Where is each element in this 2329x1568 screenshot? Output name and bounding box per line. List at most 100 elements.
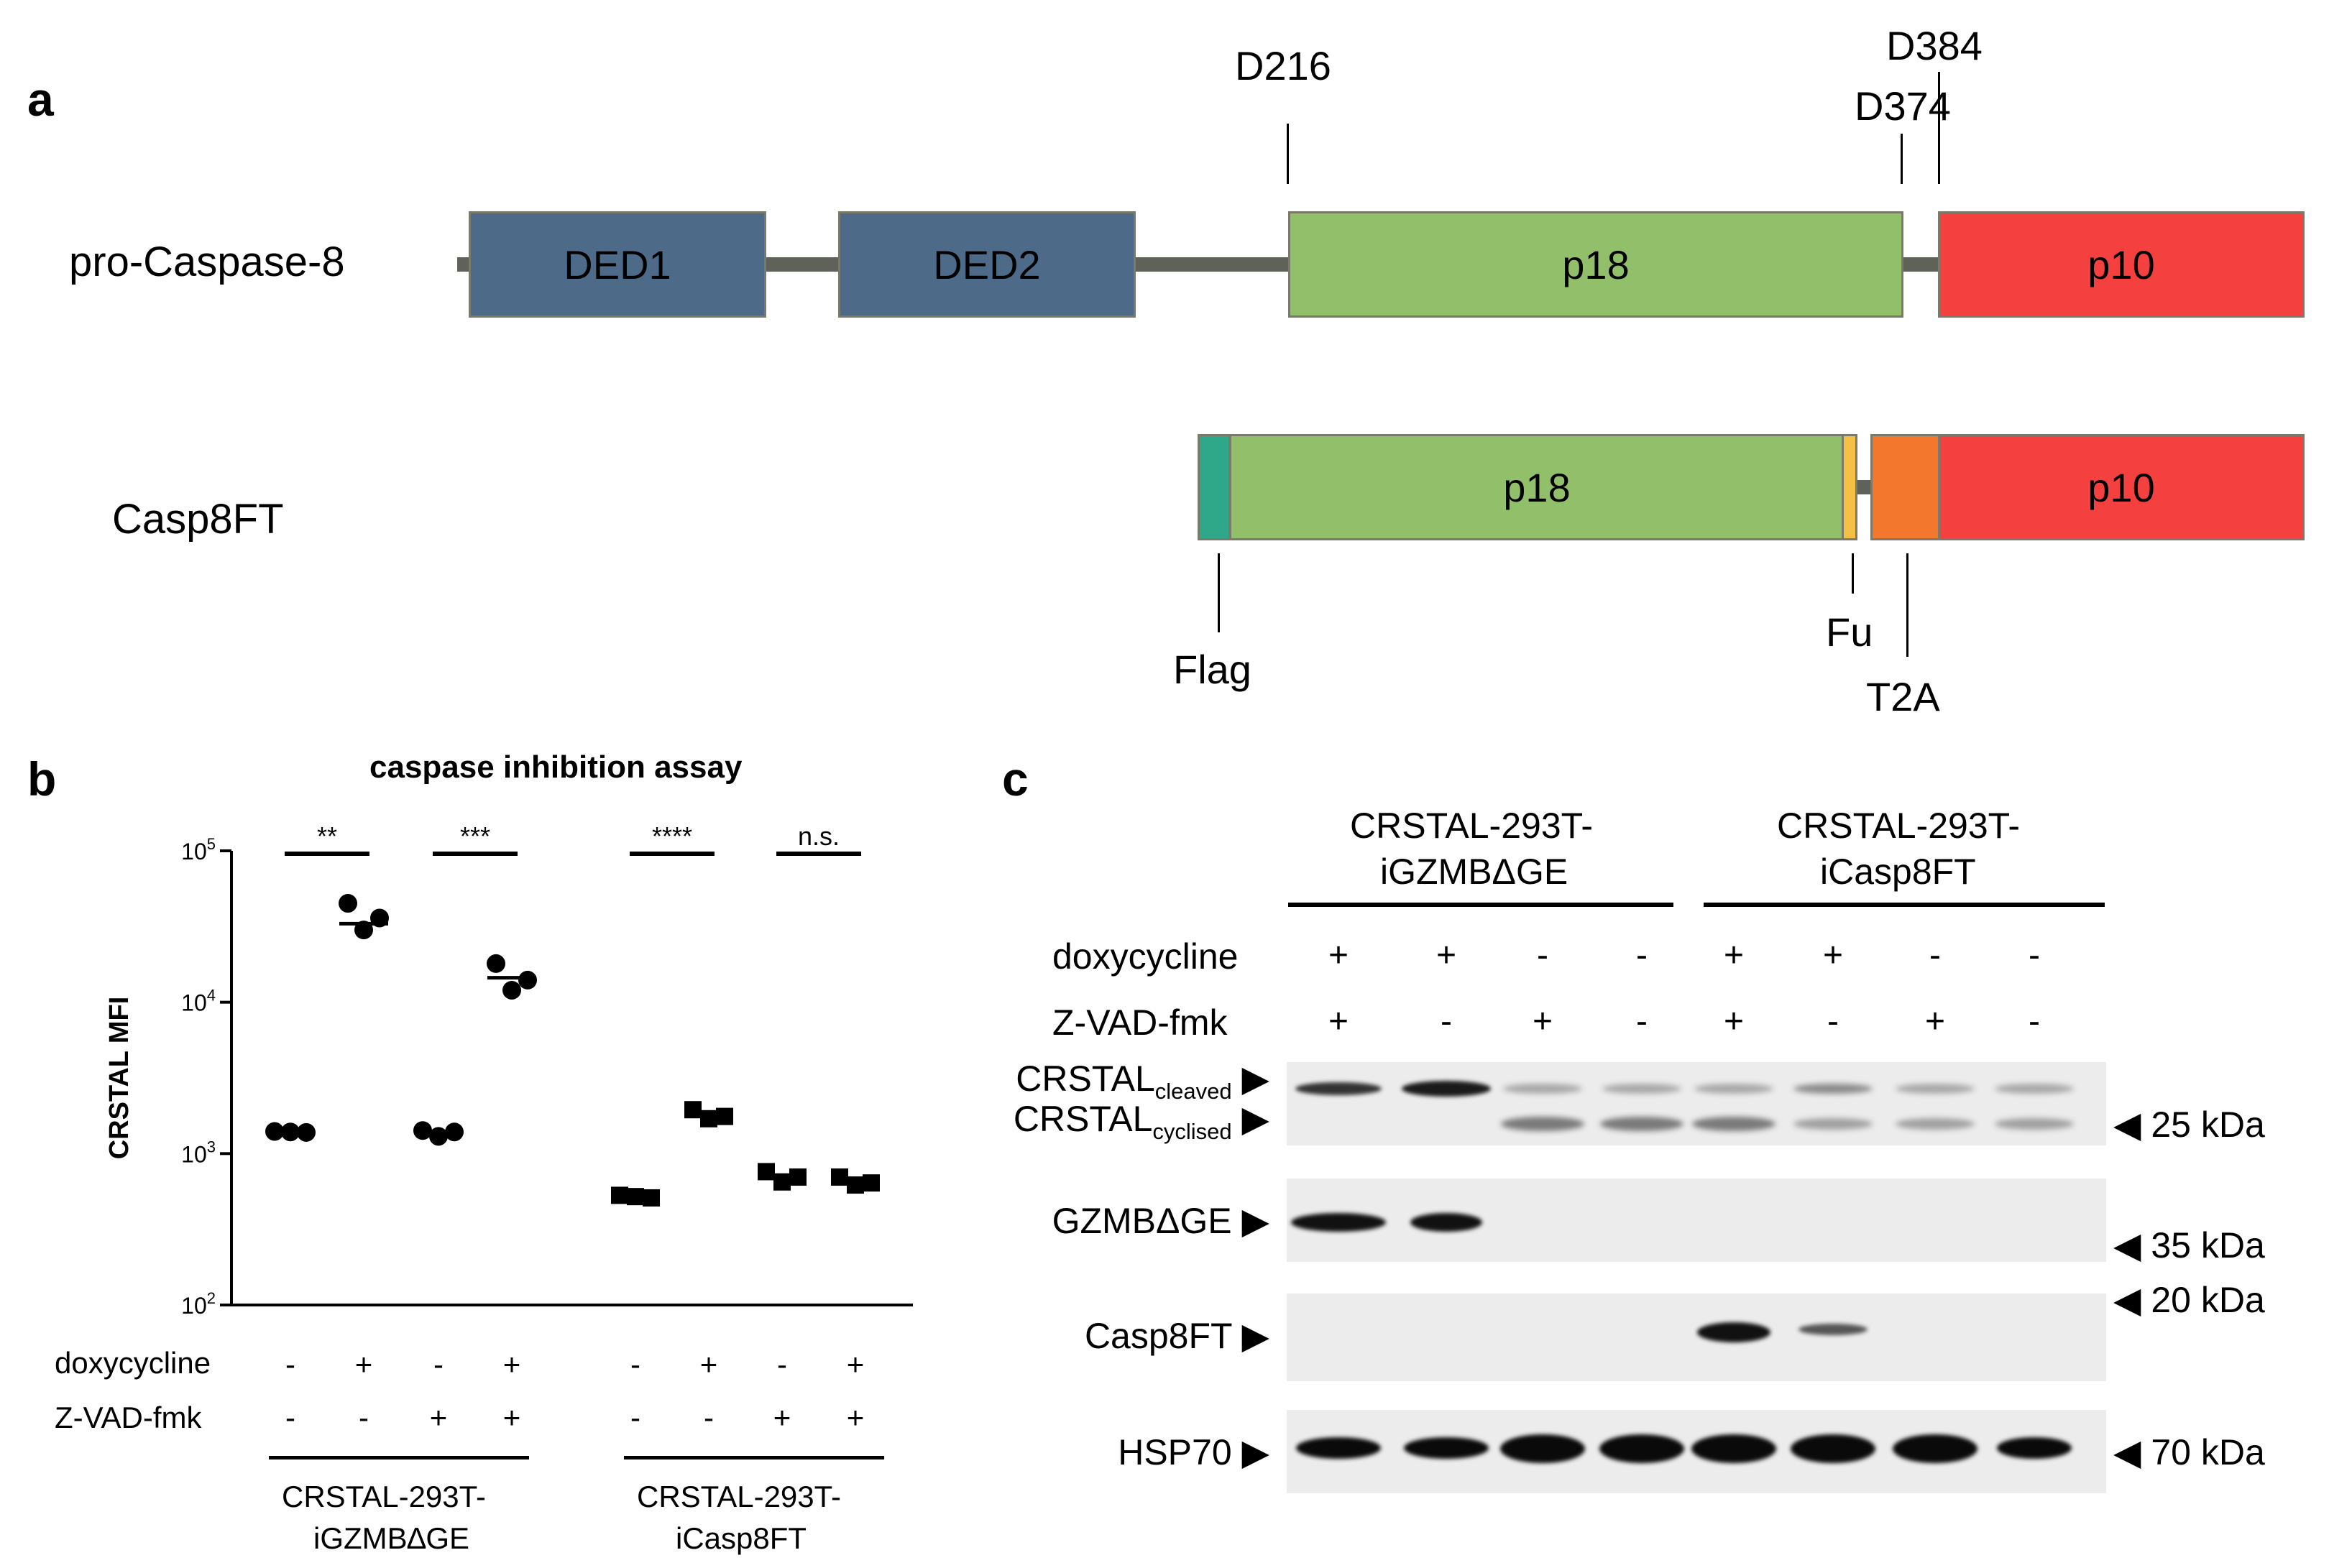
crstal-cyclised-base: CRSTAL — [1013, 1099, 1153, 1139]
panel-b-letter: b — [27, 752, 57, 806]
site-d384: D384 — [1886, 23, 1983, 68]
b-sign: - — [704, 1401, 714, 1434]
c-cond-dox: doxycycline — [1052, 936, 1239, 977]
b-group2-line2: iCasp8FT — [676, 1521, 807, 1555]
row-label-crstal-cleaved: CRSTALcleaved ▶ — [1016, 1059, 1269, 1104]
c-group2-line2: iCasp8FT — [1820, 852, 1976, 892]
blot-band — [1799, 1324, 1868, 1335]
site-d384-tick — [1938, 72, 1940, 184]
c-sign: + — [1924, 1002, 1946, 1041]
c-sign: + — [1328, 936, 1349, 974]
y-tick-label: 103 — [181, 1138, 216, 1167]
data-point-circle — [487, 954, 505, 973]
data-point-circle — [429, 1127, 448, 1146]
flag-tag — [1198, 434, 1231, 540]
blot-crstal — [1287, 1062, 2106, 1145]
marker-35kda: ◀ 35 kDa — [2113, 1225, 2265, 1265]
b-cond-dox: doxycycline — [55, 1346, 211, 1380]
b-group2-line1: CRSTAL-293T- — [637, 1480, 841, 1513]
blot-band — [1893, 1434, 1977, 1463]
t2a-label: T2A — [1866, 674, 1940, 719]
c-cond-zvad: Z-VAD-fmk — [1052, 1002, 1228, 1043]
chart-title: caspase inhibition assay — [369, 750, 743, 785]
blot-band — [1791, 1434, 1875, 1463]
fu-tick — [1852, 553, 1854, 594]
procasp-label: pro-Caspase-8 — [69, 239, 345, 285]
blot-band — [1410, 1213, 1482, 1232]
b-sign: + — [502, 1401, 521, 1434]
significance-label: *** — [460, 821, 490, 851]
data-point-square — [847, 1176, 864, 1194]
blot-band — [1500, 1434, 1585, 1463]
data-point-circle — [370, 908, 389, 928]
b-sign: + — [429, 1401, 448, 1434]
fu-label: Fu — [1826, 609, 1873, 655]
c-group1-bar — [1288, 903, 1673, 907]
c-sign: + — [1328, 1002, 1349, 1041]
domain-p18: p18 — [1288, 211, 1903, 318]
c-sign: + — [1723, 936, 1745, 974]
t2a-tag — [1870, 434, 1941, 540]
blot-band — [1793, 1118, 1873, 1130]
b-sign: + — [699, 1347, 718, 1381]
site-d216-tick — [1287, 124, 1289, 184]
blot-band — [1997, 1437, 2072, 1459]
site-d374-tick — [1901, 134, 1903, 184]
data-point-circle — [339, 894, 357, 913]
data-point-square — [643, 1189, 660, 1207]
significance-label: n.s. — [798, 821, 840, 851]
casp8ft-label: Casp8FT — [112, 496, 284, 543]
blot-band — [1896, 1084, 1975, 1094]
c-sign: + — [1723, 1002, 1745, 1041]
data-point-square — [831, 1168, 848, 1186]
data-point-square — [611, 1186, 628, 1204]
data-point-square — [684, 1101, 702, 1119]
blot-hsp70 — [1287, 1410, 2106, 1493]
data-point-circle — [413, 1121, 432, 1140]
t2a-tick — [1906, 553, 1908, 657]
blot-band — [1599, 1434, 1684, 1463]
site-d216: D216 — [1235, 43, 1331, 88]
b-group2-bar — [624, 1456, 884, 1459]
blot-band — [1896, 1118, 1975, 1130]
blot-band — [1503, 1084, 1582, 1094]
b-sign: - — [630, 1347, 640, 1381]
domain-p10: p10 — [1938, 211, 2305, 318]
c-sign: - — [2029, 1002, 2040, 1041]
c-sign: - — [1827, 1002, 1839, 1041]
b-sign: + — [502, 1347, 521, 1381]
blot-band — [1602, 1084, 1681, 1094]
b-sign: - — [433, 1347, 444, 1381]
row-label-hsp70: HSP70 ▶ — [1118, 1432, 1269, 1472]
b-cond-zvad: Z-VAD-fmk — [55, 1401, 202, 1434]
blot-band — [1295, 1082, 1382, 1095]
c-sign: + — [1532, 1002, 1553, 1041]
blot-band — [1691, 1434, 1776, 1463]
blot-band — [1692, 1117, 1776, 1131]
data-point-square — [700, 1110, 717, 1127]
b-sign: - — [285, 1347, 295, 1381]
marker-20kda: ◀ 20 kDa — [2113, 1280, 2265, 1320]
c-sign: + — [1822, 936, 1844, 974]
significance-label: **** — [652, 821, 692, 851]
fu-tag — [1842, 434, 1857, 540]
significance-label: ** — [317, 821, 337, 851]
b-sign: + — [354, 1347, 373, 1381]
blot-band — [1501, 1117, 1584, 1131]
blot-gzmb — [1287, 1179, 2106, 1262]
data-point-square — [627, 1188, 644, 1206]
panel-c-letter: c — [1002, 752, 1029, 806]
y-tick-label: 105 — [181, 835, 216, 864]
data-point-circle — [281, 1122, 300, 1142]
blot-band — [1402, 1081, 1491, 1097]
b-group1-bar — [269, 1456, 529, 1459]
data-point-circle — [518, 970, 537, 990]
c-sign: - — [1636, 936, 1648, 974]
data-point-square — [716, 1107, 733, 1125]
data-point-square — [789, 1168, 807, 1186]
b-sign: + — [846, 1347, 865, 1381]
c-group1-line1: CRSTAL-293T- — [1350, 806, 1594, 846]
b-group1-line1: CRSTAL-293T- — [282, 1480, 486, 1513]
c-sign: - — [2029, 936, 2040, 974]
c-sign: - — [1636, 1002, 1648, 1041]
